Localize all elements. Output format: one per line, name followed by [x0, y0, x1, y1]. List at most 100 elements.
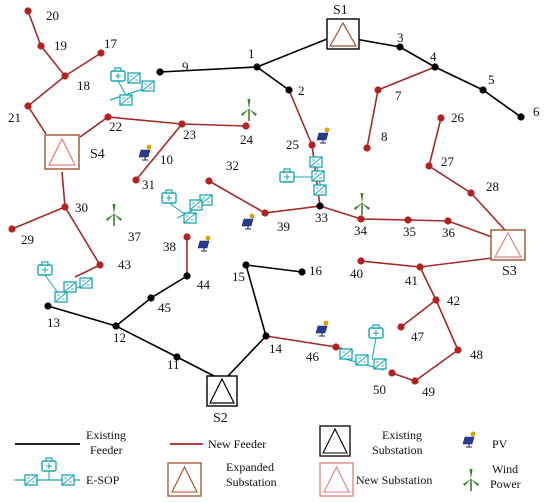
- node-label-39: 39: [277, 219, 290, 234]
- node-label-24: 24: [240, 132, 254, 147]
- node-label-18: 18: [77, 78, 90, 93]
- node: [147, 294, 155, 302]
- node: [132, 176, 140, 184]
- node-labels: 1 2 3 4 5 6 7 8 9 10 11 12 13 14 15 16 1…: [8, 8, 540, 399]
- node: [396, 43, 404, 51]
- node: [104, 113, 112, 121]
- legend-pv-label: PV: [492, 437, 508, 451]
- node: [173, 353, 181, 361]
- node: [44, 302, 52, 310]
- node: [253, 63, 261, 71]
- node: [363, 144, 371, 152]
- node-label-28: 28: [486, 179, 499, 194]
- node-label-27: 27: [441, 154, 455, 169]
- legend-expanded-substation-label-1: Expanded: [226, 460, 274, 474]
- node: [444, 217, 452, 225]
- node-label-44: 44: [197, 277, 211, 292]
- node-label-38: 38: [163, 239, 176, 254]
- esop-lower-right: [339, 324, 387, 371]
- legend-wind-power-label-1: Wind: [492, 462, 518, 476]
- legend-wind-power-label-2: Power: [490, 477, 521, 491]
- legend-existing-feeder-label-2: Feeder: [90, 443, 123, 457]
- substation-s2-label: S2: [213, 411, 228, 426]
- node-label-35: 35: [403, 224, 416, 239]
- node: [467, 189, 475, 197]
- legend-new-feeder-label: New Feeder: [208, 437, 266, 451]
- node: [316, 202, 324, 210]
- node-label-34: 34: [354, 223, 368, 238]
- node: [332, 343, 340, 351]
- node-label-43: 43: [118, 257, 131, 272]
- legend-existing-substation-label-1: Existing: [382, 428, 422, 442]
- node-label-16: 16: [309, 263, 323, 278]
- node-label-14: 14: [269, 341, 283, 356]
- node: [61, 72, 69, 80]
- node: [97, 49, 105, 57]
- node-label-33: 33: [315, 210, 328, 225]
- esop-upper-left: [109, 67, 155, 106]
- node-label-21: 21: [8, 110, 21, 125]
- node: [432, 296, 440, 304]
- node: [374, 86, 382, 94]
- node-label-26: 26: [451, 110, 465, 125]
- node-label-8: 8: [381, 129, 388, 144]
- node: [357, 215, 365, 223]
- node-label-36: 36: [442, 225, 456, 240]
- node: [298, 268, 306, 276]
- node-label-22: 22: [109, 119, 122, 134]
- node-label-17: 17: [104, 36, 118, 51]
- esop-lower-left: [37, 261, 93, 303]
- node: [431, 63, 439, 71]
- legend-existing-feeder-label-1: Existing: [86, 428, 126, 442]
- node: [404, 216, 412, 224]
- node-label-7: 7: [395, 88, 402, 103]
- node: [24, 102, 32, 110]
- network-nodes: [8, 7, 525, 385]
- node-label-3: 3: [397, 30, 404, 45]
- node: [308, 141, 316, 149]
- node-label-37: 37: [128, 229, 142, 244]
- node: [205, 177, 213, 185]
- node: [183, 272, 191, 280]
- node-label-12: 12: [113, 330, 126, 345]
- node-label-5: 5: [488, 72, 495, 87]
- node-label-47: 47: [411, 329, 425, 344]
- node: [61, 203, 69, 211]
- node: [411, 377, 419, 385]
- substation-s4-label: S4: [90, 147, 105, 162]
- node-label-50: 50: [373, 382, 386, 397]
- node-label-41: 41: [405, 273, 418, 288]
- node-label-23: 23: [183, 127, 196, 142]
- node-label-15: 15: [232, 269, 245, 284]
- node-label-42: 42: [447, 293, 460, 308]
- node: [285, 86, 293, 94]
- legend-pv-icon: [462, 431, 476, 448]
- legend-existing-substation-swatch: [319, 425, 351, 457]
- esop-center: [279, 156, 327, 197]
- node-label-1: 1: [248, 46, 255, 61]
- node-label-13: 13: [47, 315, 60, 330]
- legend-esop-swatch: [14, 457, 80, 486]
- node: [8, 225, 16, 233]
- node: [397, 323, 405, 331]
- pv-icon: [241, 213, 255, 230]
- node: [24, 7, 32, 15]
- wind-turbine-icon: [105, 203, 123, 227]
- node: [454, 346, 462, 354]
- wind-turbine-icon: [240, 98, 258, 122]
- legend: Existing Feeder New Feeder Existing Subs…: [14, 425, 521, 497]
- node-label-49: 49: [422, 384, 435, 399]
- node: [178, 120, 186, 128]
- node: [517, 113, 525, 121]
- legend-esop-label: E-SOP: [86, 473, 120, 487]
- node-label-32: 32: [226, 158, 239, 173]
- node: [425, 162, 433, 170]
- substation-s2: S2: [206, 375, 238, 426]
- node-label-30: 30: [75, 200, 88, 215]
- node-label-9: 9: [182, 59, 189, 74]
- substation-s3-label: S3: [502, 264, 517, 279]
- legend-expanded-substation-label-2: Substation: [226, 475, 277, 489]
- node-label-25: 25: [286, 137, 299, 152]
